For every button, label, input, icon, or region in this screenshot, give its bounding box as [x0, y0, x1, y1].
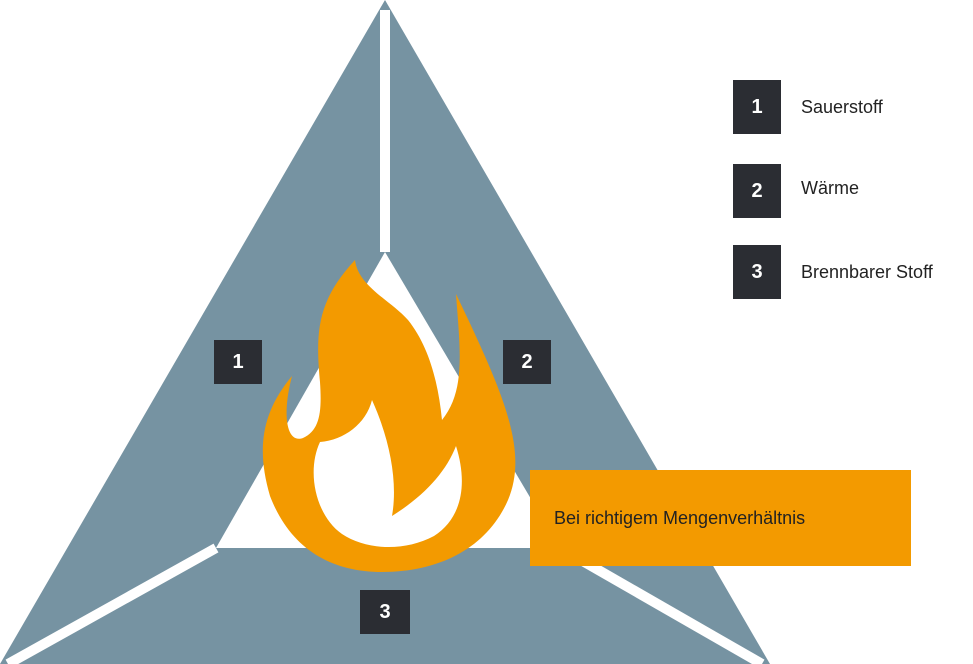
- legend-label-2: Wärme: [801, 178, 859, 198]
- legend-number-2: 2: [733, 164, 781, 218]
- legend-number-3: 3: [733, 245, 781, 299]
- note-text: Bei richtigem Mengenverhältnis: [554, 507, 806, 528]
- badge-heat: 2: [503, 340, 551, 384]
- legend-label-1: Sauerstoff: [801, 97, 883, 117]
- badge-oxygen: 1: [214, 340, 262, 384]
- flame-icon: [262, 260, 516, 572]
- badge-fuel: 3: [360, 590, 410, 634]
- triangle-dividers: [5, 10, 765, 664]
- legend-label-3: Brennbarer Stoff: [801, 262, 933, 282]
- legend-number-1: 1: [733, 80, 781, 134]
- note-box: Bei richtigem Mengenverhältnis: [530, 470, 911, 566]
